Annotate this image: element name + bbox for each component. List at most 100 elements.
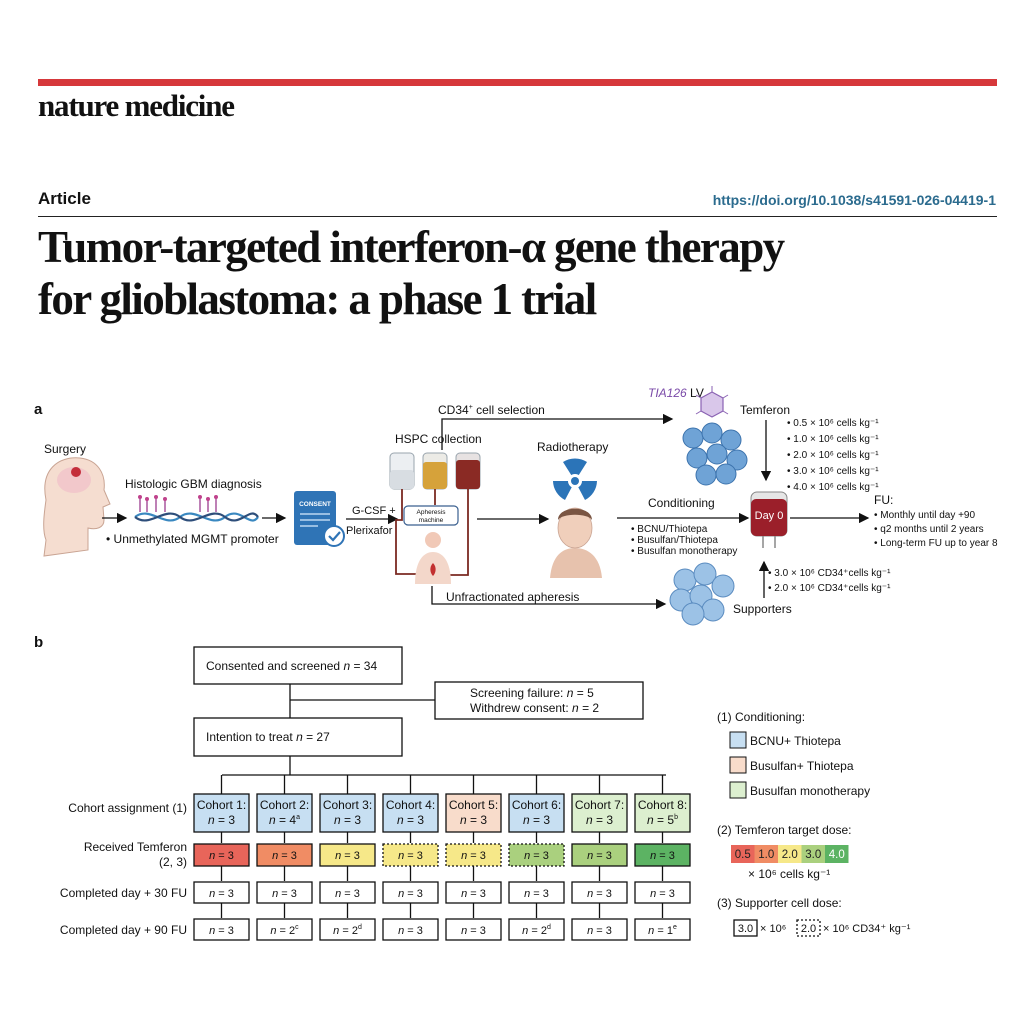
- day90-n: n = 2d: [333, 924, 362, 937]
- day30-n: n = 3: [398, 888, 423, 900]
- patient-face-icon: [550, 507, 602, 578]
- withdrew-consent-text: Withdrew consent: n = 2: [470, 701, 599, 715]
- consent-document-icon: CONSENT: [294, 491, 345, 547]
- cohort-n: n = 4a: [269, 813, 300, 827]
- received-n: n = 3: [650, 850, 675, 862]
- legend-swatch-busulfan-thiotepa: [729, 756, 747, 774]
- fu-item-1: • Monthly until day +90: [874, 510, 975, 521]
- cohort-n: n = 3: [397, 813, 424, 827]
- dose-1: • 0.5 × 10⁶ cells kg⁻¹: [787, 418, 879, 429]
- radiotherapy-label: Radiotherapy: [537, 440, 608, 454]
- cohort-name: Cohort 1:: [197, 798, 246, 812]
- dose-5: • 4.0 × 10⁶ cells kg⁻¹: [787, 482, 879, 493]
- dose-2: • 1.0 × 10⁶ cells kg⁻¹: [787, 434, 879, 445]
- screening-failure-box: [434, 681, 644, 720]
- day0-bag-icon: [750, 491, 788, 548]
- received-n: n = 3: [461, 850, 486, 862]
- target-dose-swatch: [825, 845, 849, 863]
- legend-supporter-dotted-value: 2.0: [801, 923, 816, 935]
- day90-box: [571, 918, 628, 941]
- day30-n: n = 3: [272, 888, 297, 900]
- row-label-received-1: Received Temferon: [84, 840, 187, 854]
- day90-n: n = 3: [398, 925, 423, 937]
- day30-box: [445, 881, 502, 904]
- legend-swatch-busulfan-mono: [729, 781, 747, 799]
- day30-box: [319, 881, 376, 904]
- supporter-dose-2: • 2.0 × 10⁶ CD34⁺cells kg⁻¹: [768, 583, 891, 594]
- target-dose-value: 1.0: [758, 849, 774, 861]
- row-label-day30: Completed day + 30 FU: [60, 886, 187, 900]
- target-dose-swatch: [754, 845, 778, 863]
- cohort-name: Cohort 5:: [449, 798, 498, 812]
- received-box: [319, 843, 376, 867]
- fu-title: FU:: [874, 493, 893, 507]
- received-box: [382, 843, 439, 867]
- target-dose-swatch: [778, 845, 802, 863]
- received-n: n = 3: [398, 850, 423, 862]
- cohort-name: Cohort 3:: [323, 798, 372, 812]
- patient-body-icon: [415, 532, 451, 584]
- cohort-name: Cohort 2:: [260, 798, 309, 812]
- legend-conditioning-title: (1) Conditioning:: [717, 710, 805, 724]
- cohort-name: Cohort 6:: [512, 798, 561, 812]
- consented-text: Consented and screened n = 34: [206, 659, 377, 673]
- cohort-box: [634, 793, 691, 833]
- title-line-2: for glioblastoma: a phase 1 trial: [38, 274, 597, 324]
- accent-bar: [38, 79, 997, 86]
- cohort-box: [445, 793, 502, 833]
- received-box: [256, 843, 313, 867]
- lentivirus-icon: [695, 386, 729, 418]
- received-box: [634, 843, 691, 867]
- legend-target-unit: × 10⁶ cells kg⁻¹: [748, 867, 830, 881]
- received-box: [571, 843, 628, 867]
- title-line-1: Tumor-targeted interferon-α gene therapy: [38, 222, 785, 272]
- radiation-icon: [553, 458, 597, 500]
- panel-b-label: b: [34, 634, 43, 651]
- legend-target-title: (2) Temferon target dose:: [717, 823, 852, 837]
- cohort-box: [193, 793, 250, 833]
- doi-link[interactable]: https://doi.org/10.1038/s41591-026-04419…: [712, 192, 996, 208]
- plerixafor-label: Plerixafor: [346, 525, 393, 537]
- itt-text: Intention to treat n = 27: [206, 730, 330, 744]
- day90-n: n = 2d: [522, 924, 551, 937]
- supporter-dose-1: • 3.0 × 10⁶ CD34⁺cells kg⁻¹: [768, 568, 891, 579]
- target-dose-value: 2.0: [782, 849, 798, 861]
- blood-bags-icon: [389, 452, 481, 490]
- cd34-selection-label: CD34+ cell selection: [438, 403, 545, 417]
- dose-3: • 2.0 × 10⁶ cells kg⁻¹: [787, 450, 879, 461]
- cohort-box: [571, 793, 628, 833]
- day90-box: [508, 918, 565, 941]
- cohort-n: n = 3: [208, 813, 235, 827]
- legend-cond-1: BCNU+ Thiotepa: [750, 734, 841, 748]
- day90-box: [445, 918, 502, 941]
- screening-failure-text: Screening failure: n = 5: [470, 686, 594, 700]
- patient-head-icon: [43, 457, 111, 557]
- surgery-label: Surgery: [44, 442, 86, 456]
- supporters-label: Supporters: [733, 602, 792, 616]
- day90-box: [256, 918, 313, 941]
- day90-n: n = 3: [587, 925, 612, 937]
- day90-box: [634, 918, 691, 941]
- target-dose-swatch: [801, 845, 825, 863]
- unfractionated-label: Unfractionated apheresis: [446, 590, 579, 604]
- received-box: [508, 843, 565, 867]
- day90-n: n = 1e: [648, 924, 677, 937]
- regimen-2: • Busulfan/Thiotepa: [631, 535, 718, 546]
- dose-4: • 3.0 × 10⁶ cells kg⁻¹: [787, 466, 879, 477]
- received-n: n = 3: [587, 850, 612, 862]
- day30-n: n = 3: [650, 888, 675, 900]
- row-label-received-2: (2, 3): [159, 855, 187, 869]
- cohort-box: [508, 793, 565, 833]
- day0-label: Day 0: [755, 510, 784, 522]
- day30-box: [256, 881, 313, 904]
- apheresis-machine: [403, 505, 459, 526]
- legend-cond-2: Busulfan+ Thiotepa: [750, 759, 854, 773]
- header-rule: [38, 216, 997, 217]
- received-n: n = 3: [272, 850, 297, 862]
- apheresis-machine-label-1: Apheresis: [417, 509, 447, 516]
- hspc-label: HSPC collection: [395, 432, 482, 446]
- dna-icon: [134, 495, 259, 522]
- cohort-name: Cohort 7:: [575, 798, 624, 812]
- apheresis-machine-label-2: machine: [419, 517, 444, 524]
